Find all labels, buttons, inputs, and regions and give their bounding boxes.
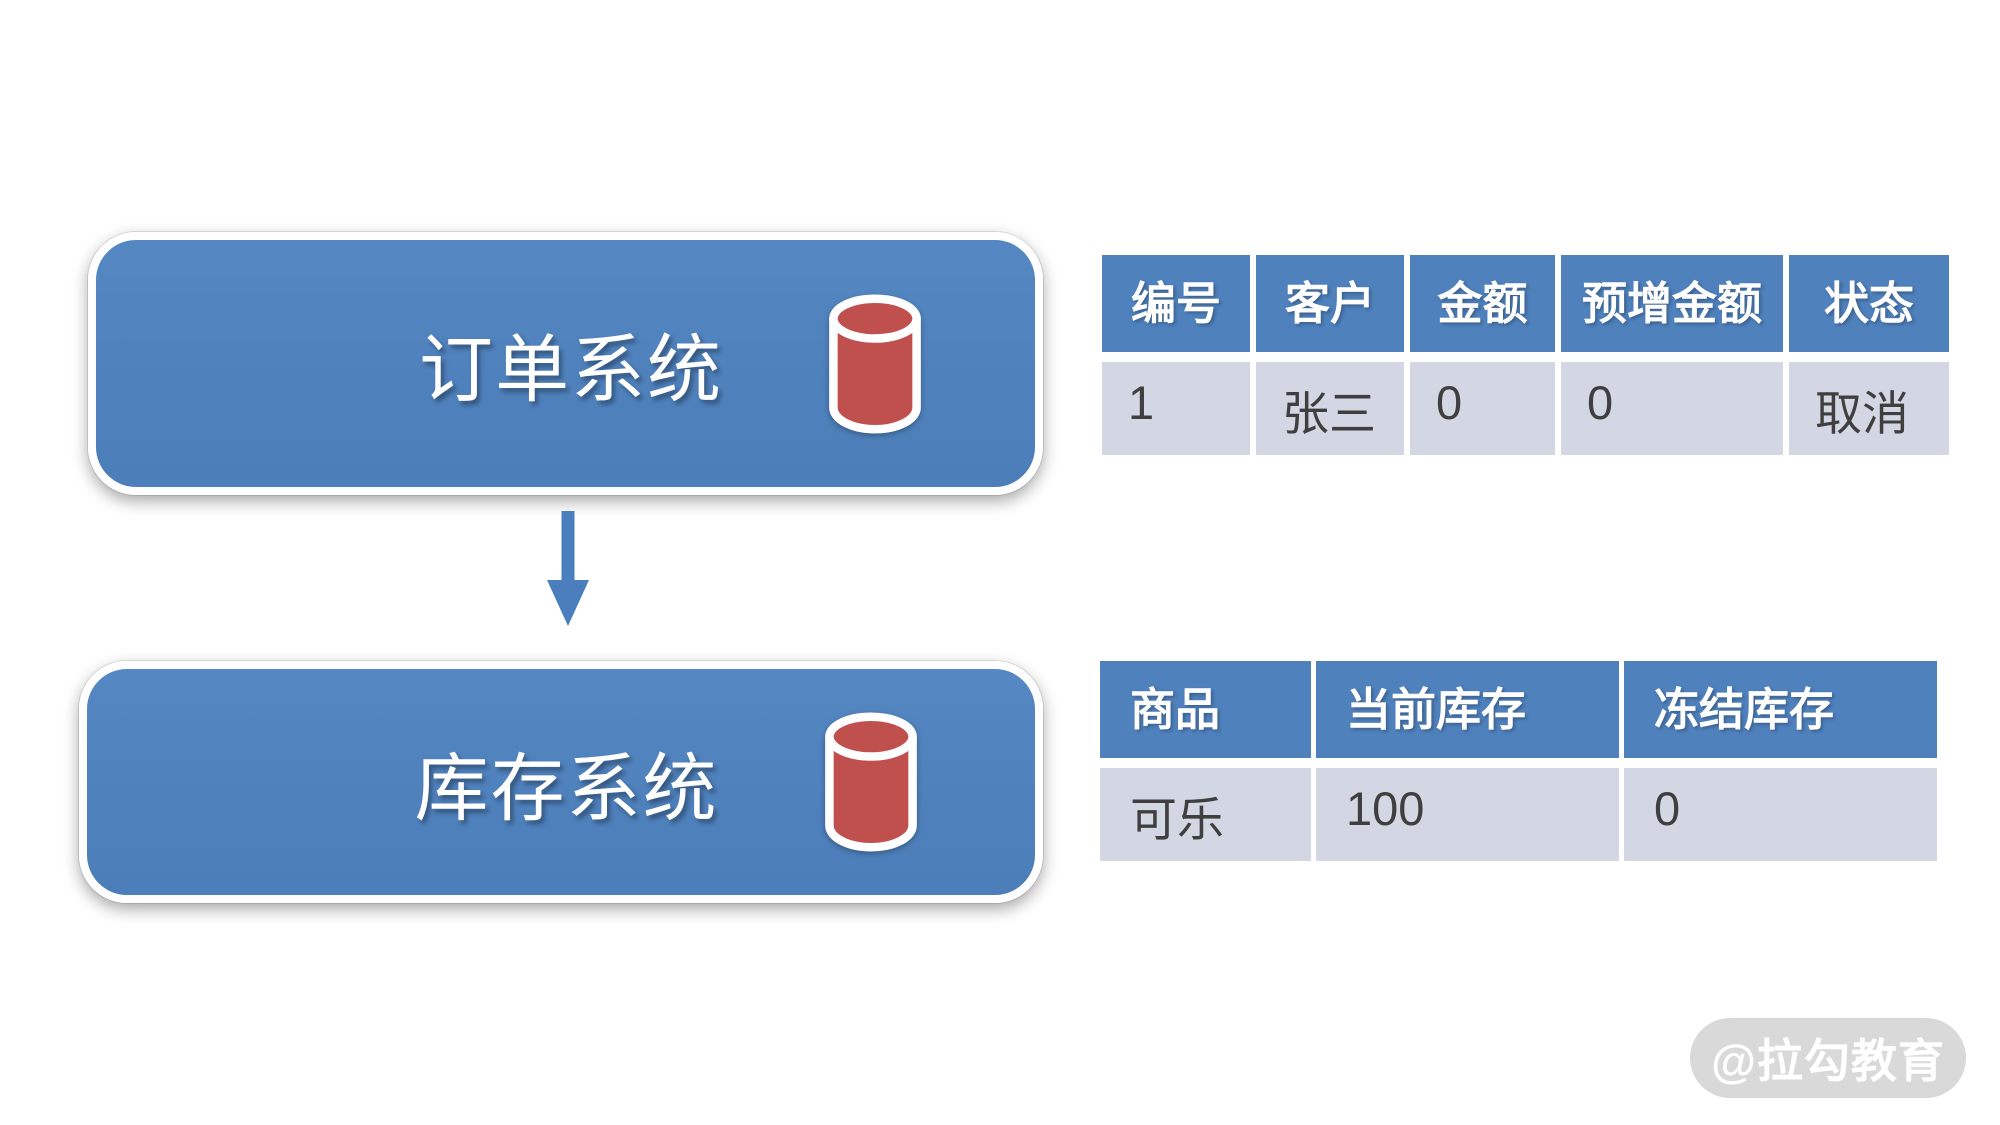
inventory-cell-frozen-stock: 0 — [1624, 768, 1937, 861]
order-system-label: 订单系统 — [419, 328, 723, 411]
orders-header-id: 编号 — [1102, 255, 1250, 352]
orders-cell-amount: 0 — [1410, 362, 1555, 455]
orders-header-amount: 金额 — [1410, 255, 1555, 352]
database-icon — [829, 294, 921, 433]
inventory-header-current-stock: 当前库存 — [1316, 661, 1619, 758]
database-icon — [824, 712, 917, 852]
orders-cell-customer: 张三 — [1256, 362, 1404, 455]
orders-table: 编号 客户 金额 预增金额 状态 1 张三 0 0 取消 — [1102, 255, 1949, 455]
arrow-down-icon — [547, 511, 589, 626]
inventory-cell-product: 可乐 — [1100, 768, 1311, 861]
orders-cell-status: 取消 — [1789, 362, 1949, 455]
orders-header-customer: 客户 — [1256, 255, 1404, 352]
watermark-label: @拉勾教育 — [1711, 1035, 1945, 1087]
inventory-system-node: 库存系统 — [79, 661, 1043, 903]
inventory-header-product: 商品 — [1100, 661, 1311, 758]
watermark-badge: @拉勾教育 — [1690, 1018, 1966, 1098]
orders-header-pre-amount: 预增金额 — [1561, 255, 1783, 352]
inventory-system-label: 库存系统 — [414, 746, 719, 830]
orders-header-status: 状态 — [1789, 255, 1949, 352]
inventory-cell-current-stock: 100 — [1316, 768, 1619, 861]
inventory-header-frozen-stock: 冻结库存 — [1624, 661, 1937, 758]
orders-cell-pre-amount: 0 — [1561, 362, 1783, 455]
order-system-node: 订单系统 — [88, 232, 1043, 495]
inventory-table: 商品 当前库存 冻结库存 可乐 100 0 — [1100, 661, 1937, 861]
orders-cell-id: 1 — [1102, 362, 1250, 455]
